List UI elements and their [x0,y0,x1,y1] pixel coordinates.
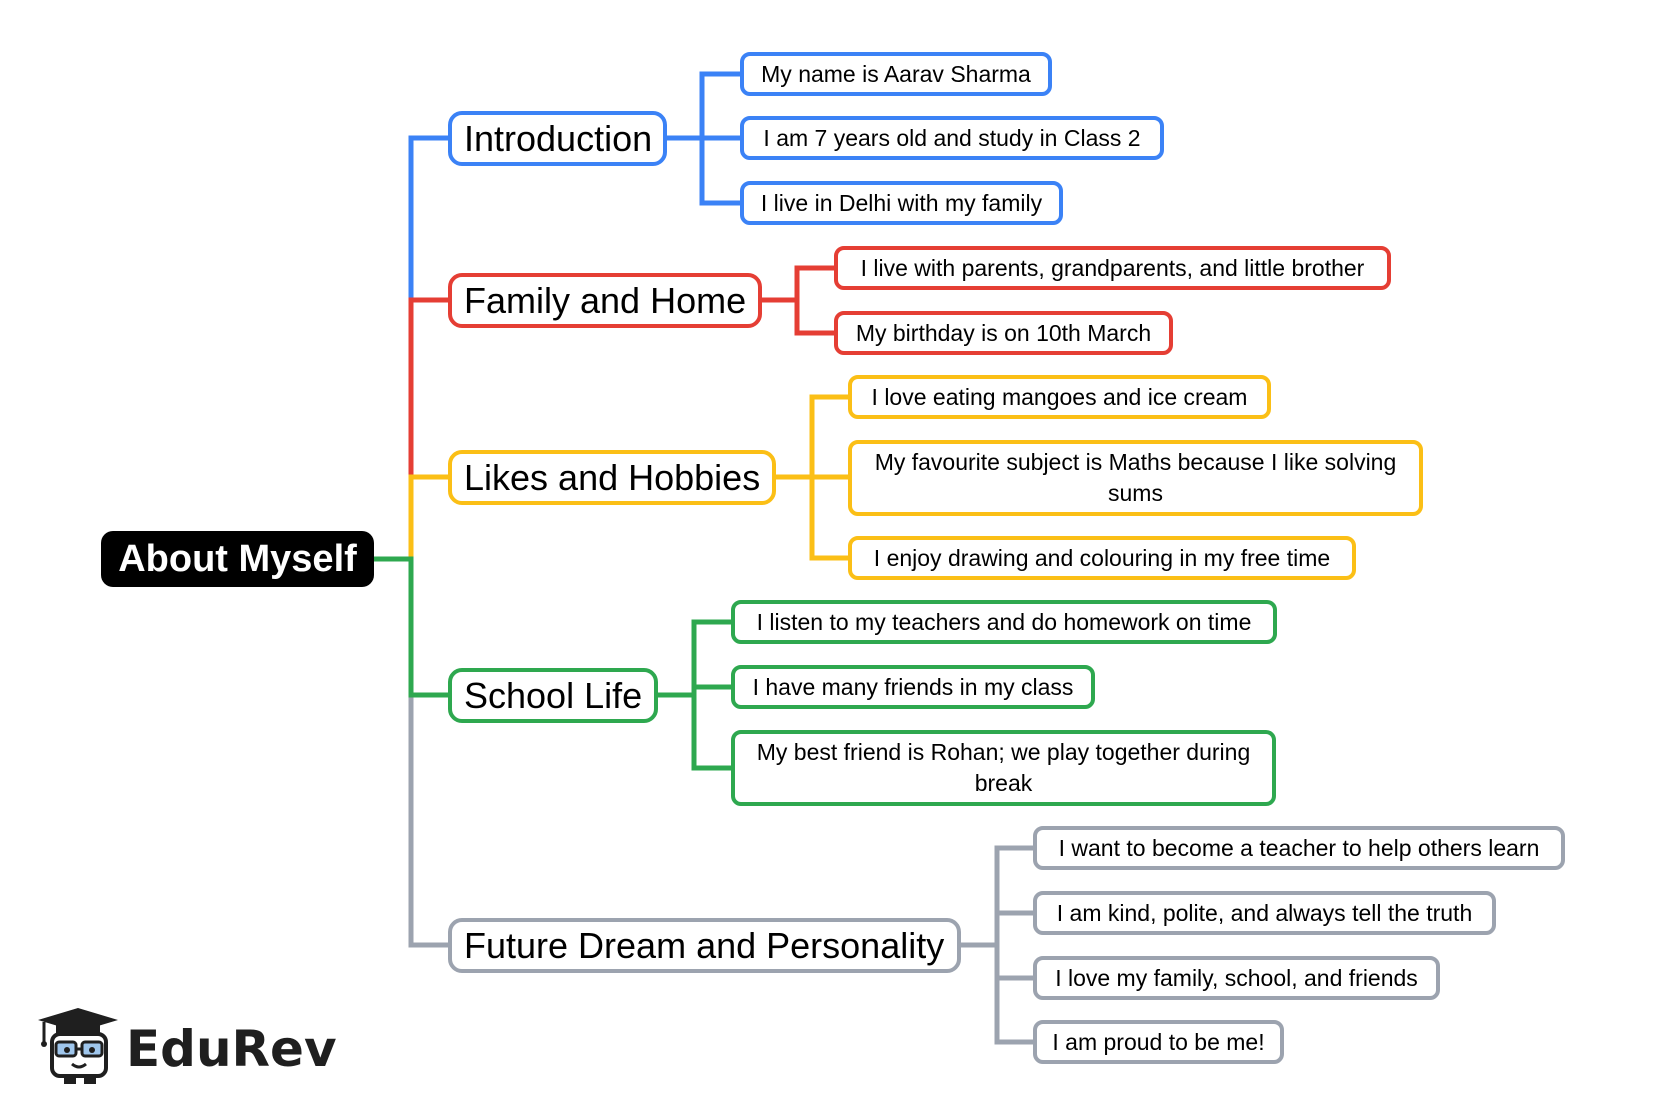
leaf-item: My best friend is Rohan; we play togethe… [731,730,1276,806]
branch-likes-and-hobbies: Likes and Hobbies [448,450,776,505]
logo-text: EduRev [126,1020,337,1078]
leaf-label: My name is Aarav Sharma [761,60,1031,87]
root-node: About Myself [101,531,374,587]
branch-label: Family and Home [464,279,747,321]
leaf-label: My birthday is on 10th March [855,319,1152,346]
leaf-label: I enjoy drawing and colouring in my free… [873,544,1331,571]
leaf-item: I am kind, polite, and always tell the t… [1033,891,1496,935]
leaf-item: I live with parents, grandparents, and l… [834,246,1391,290]
leaf-item: My name is Aarav Sharma [740,52,1052,96]
leaf-item: I listen to my teachers and do homework … [731,600,1277,644]
leaf-label: I am kind, polite, and always tell the t… [1056,899,1473,926]
branch-introduction: Introduction [448,111,667,166]
branch-label: School Life [464,674,643,716]
leaf-label: My favourite subject is Maths because I … [874,449,1397,506]
leaf-label: I love eating mangoes and ice cream [871,383,1248,410]
branch-label: Future Dream and Personality [464,924,945,966]
graduation-cap-mascot-icon [38,1008,118,1084]
branch-family-and-home: Family and Home [448,273,762,328]
leaf-item: My birthday is on 10th March [834,311,1173,355]
leaf-item: I am 7 years old and study in Class 2 [740,116,1164,160]
leaf-item: I have many friends in my class [731,665,1095,709]
branch-school-life: School Life [448,668,658,723]
leaf-label: I listen to my teachers and do homework … [756,608,1252,635]
branch-label: Introduction [464,117,653,159]
leaf-item: I enjoy drawing and colouring in my free… [848,536,1356,580]
leaf-item: I want to become a teacher to help other… [1033,826,1565,870]
leaf-item: I live in Delhi with my family [740,181,1063,225]
leaf-item: I am proud to be me! [1033,1020,1284,1064]
leaf-item: My favourite subject is Maths because I … [848,440,1423,516]
leaf-item: I love eating mangoes and ice cream [848,375,1271,419]
root-label: About Myself [118,537,357,580]
branch-future-dream-and-personality: Future Dream and Personality [448,918,961,973]
branch-label: Likes and Hobbies [464,456,761,498]
leaf-label: I live with parents, grandparents, and l… [860,254,1365,281]
leaf-label: I am 7 years old and study in Class 2 [763,124,1141,151]
leaf-label: I love my family, school, and friends [1055,964,1418,991]
edurev-logo: EduRev [34,1006,337,1086]
leaf-label: My best friend is Rohan; we play togethe… [756,739,1251,796]
leaf-label: I am proud to be me! [1052,1028,1265,1055]
leaf-label: I want to become a teacher to help other… [1058,834,1540,861]
leaf-label: I have many friends in my class [752,673,1074,700]
leaf-label: I live in Delhi with my family [760,189,1043,216]
leaf-item: I love my family, school, and friends [1033,956,1440,1000]
